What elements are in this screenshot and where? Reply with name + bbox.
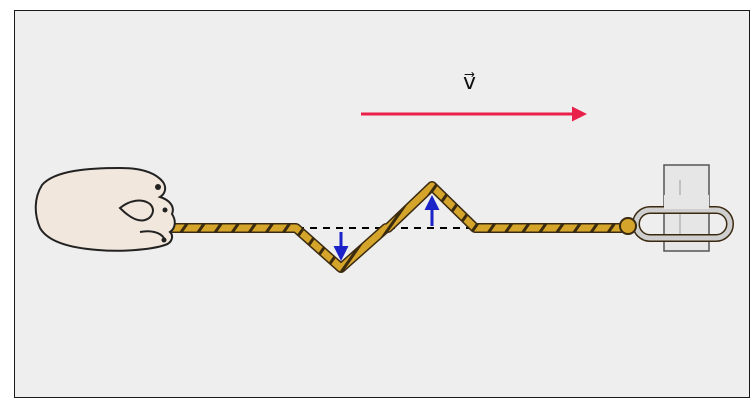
hand-icon xyxy=(34,166,176,252)
rope xyxy=(167,181,635,273)
velocity-label: v⃗ xyxy=(463,70,477,95)
rope-loop xyxy=(619,195,734,242)
